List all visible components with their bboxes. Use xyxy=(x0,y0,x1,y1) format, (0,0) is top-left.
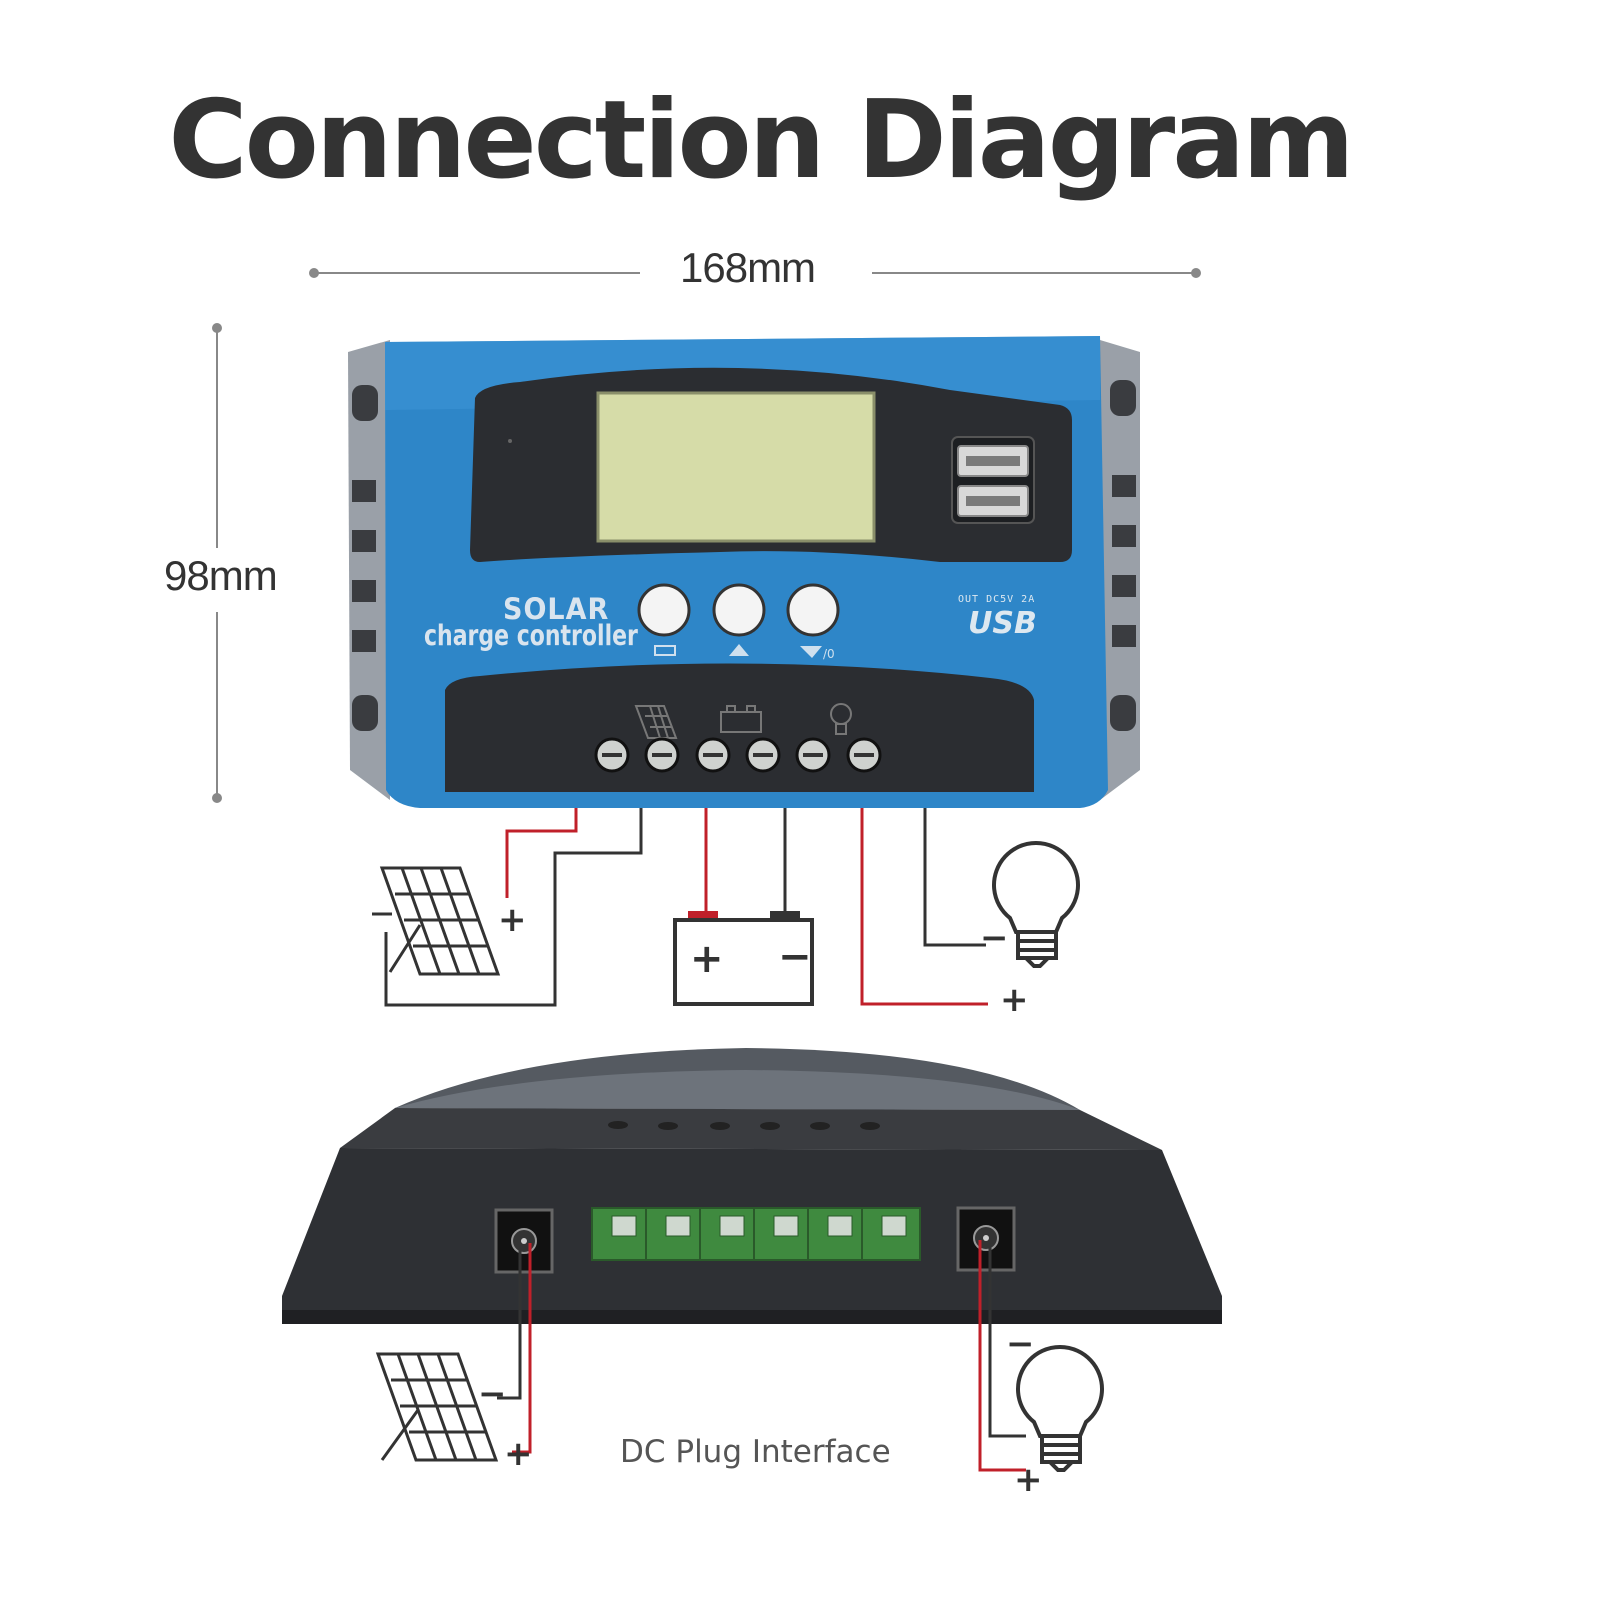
battery-icon xyxy=(673,911,814,1006)
dc-jack-left[interactable] xyxy=(494,1208,554,1274)
brand-line-2: charge controller xyxy=(424,620,638,653)
dc-solar-minus-sign: − xyxy=(478,1374,507,1414)
dc-load-wires xyxy=(978,1240,1026,1472)
terminal-screw xyxy=(846,737,882,773)
height-dimension-label: 98mm xyxy=(164,552,278,599)
width-dimension-line xyxy=(309,268,1201,278)
battery-terminal-icon xyxy=(720,705,762,733)
terminal-screw xyxy=(795,737,831,773)
solar-wires xyxy=(384,808,643,1007)
dc-bulb-icon xyxy=(1016,1345,1104,1472)
controller-bottom-view xyxy=(282,1048,1222,1324)
lcd-screen xyxy=(596,391,876,543)
page-title: Connection Diagram xyxy=(168,78,1354,203)
load-minus-sign: − xyxy=(980,918,1009,958)
down-button[interactable]: /0 xyxy=(786,583,840,661)
terminal-screw xyxy=(695,737,731,773)
load-plus-sign: + xyxy=(1000,980,1029,1020)
bulb-icon xyxy=(992,841,1080,968)
up-button[interactable] xyxy=(712,583,766,656)
dc-solar-plus-sign: + xyxy=(504,1434,533,1474)
dc-jack-right[interactable] xyxy=(956,1206,1016,1272)
usb-spec-label: OUT DC5V 2A xyxy=(958,594,1036,605)
bulb-terminal-icon xyxy=(830,703,852,735)
brand-line-1: SOLAR xyxy=(503,592,610,627)
terminal-screw xyxy=(594,737,630,773)
svg-text:/0: /0 xyxy=(823,647,835,661)
terminal-screws xyxy=(594,737,882,773)
dc-load-minus-sign: − xyxy=(1006,1324,1035,1364)
dc-plug-caption: DC Plug Interface xyxy=(620,1434,891,1470)
controller-front-view: /0 xyxy=(348,336,1140,808)
solar-panel-terminal-icon xyxy=(634,705,678,739)
battery-plus-sign: + xyxy=(690,936,724,982)
load-wires xyxy=(860,808,988,1006)
dc-solar-panel-icon xyxy=(375,1352,499,1462)
top-terminal-screws xyxy=(608,1121,880,1130)
right-heat-fins xyxy=(1110,380,1136,731)
usb-label: USB xyxy=(968,606,1037,641)
menu-button[interactable] xyxy=(637,583,691,656)
left-heat-fins xyxy=(352,385,378,731)
terminal-block xyxy=(591,1207,921,1261)
usb-ports xyxy=(951,436,1035,524)
battery-minus-sign: − xyxy=(778,934,812,980)
terminal-screw xyxy=(745,737,781,773)
width-dimension-label: 168mm xyxy=(680,244,816,291)
terminal-panel xyxy=(445,663,1034,792)
terminal-screw xyxy=(644,737,680,773)
height-dimension-line xyxy=(212,323,222,803)
dc-solar-wires xyxy=(497,1243,532,1454)
dc-load-plus-sign: + xyxy=(1014,1460,1043,1500)
solar-plus-sign: + xyxy=(498,900,527,940)
battery-wires xyxy=(704,808,787,913)
solar-panel-icon xyxy=(372,866,501,976)
